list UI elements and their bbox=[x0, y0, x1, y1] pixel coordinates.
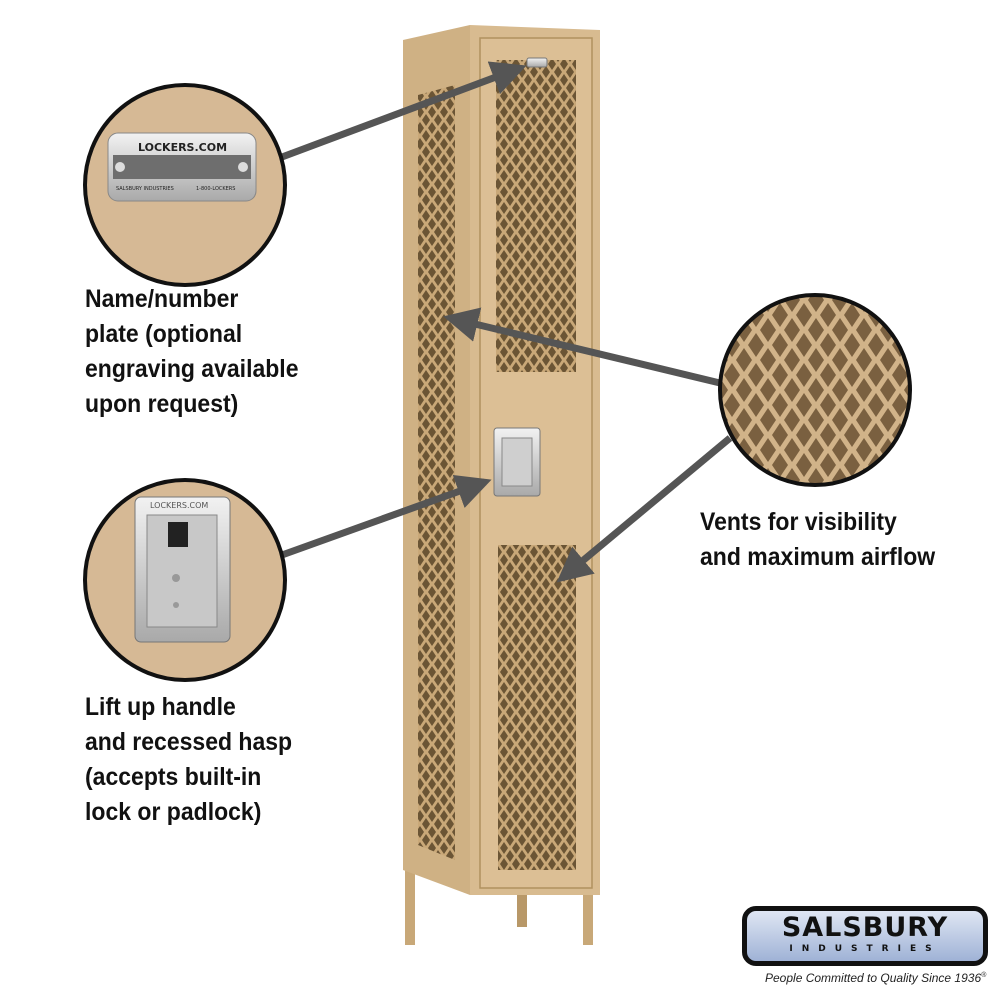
logo-tagline: People Committed to Quality Since 1936® bbox=[765, 971, 986, 985]
logo-subtitle: INDUSTRIES bbox=[789, 944, 941, 954]
handle-brand: LOCKERS.COM bbox=[150, 501, 209, 510]
callout-line: upon request) bbox=[85, 390, 239, 418]
handle-detail-circle bbox=[83, 478, 287, 682]
callout-line: Lift up handle bbox=[85, 693, 236, 721]
locker-side-panel bbox=[403, 25, 470, 895]
locker-front bbox=[470, 25, 600, 895]
logo-name: SALSBURY bbox=[781, 912, 949, 943]
plate-left-text: SALSBURY INDUSTRIES bbox=[116, 186, 174, 192]
salsbury-logo: SALSBURY INDUSTRIES bbox=[742, 906, 988, 966]
plate-right-text: 1-800-LOCKERS bbox=[196, 186, 236, 192]
handle-callout: Lift up handle and recessed hasp (accept… bbox=[85, 690, 292, 830]
callout-line: Name/number bbox=[85, 285, 239, 313]
nameplate-detail-circle bbox=[83, 83, 287, 287]
callout-line: Vents for visibility bbox=[700, 508, 897, 536]
plate-brand: LOCKERS.COM bbox=[138, 141, 228, 154]
number-plate bbox=[526, 57, 548, 68]
vent-detail-circle bbox=[718, 293, 912, 487]
callout-line: plate (optional bbox=[85, 320, 243, 348]
vents-callout: Vents for visibility and maximum airflow bbox=[700, 505, 935, 575]
locker-legs bbox=[405, 860, 593, 945]
callout-line: and recessed hasp bbox=[85, 728, 293, 756]
callout-line: (accepts built-in bbox=[85, 763, 262, 791]
nameplate-callout: Name/number plate (optional engraving av… bbox=[85, 282, 298, 422]
registered-mark: ® bbox=[981, 972, 987, 979]
tagline-text: People Committed to Quality Since 1936 bbox=[765, 971, 982, 985]
upper-vent bbox=[496, 60, 576, 372]
callout-arrows bbox=[280, 61, 733, 583]
lower-vent bbox=[498, 545, 576, 870]
callout-line: lock or padlock) bbox=[85, 798, 262, 826]
callout-line: engraving available bbox=[85, 355, 299, 383]
callout-line: and maximum airflow bbox=[700, 543, 936, 571]
